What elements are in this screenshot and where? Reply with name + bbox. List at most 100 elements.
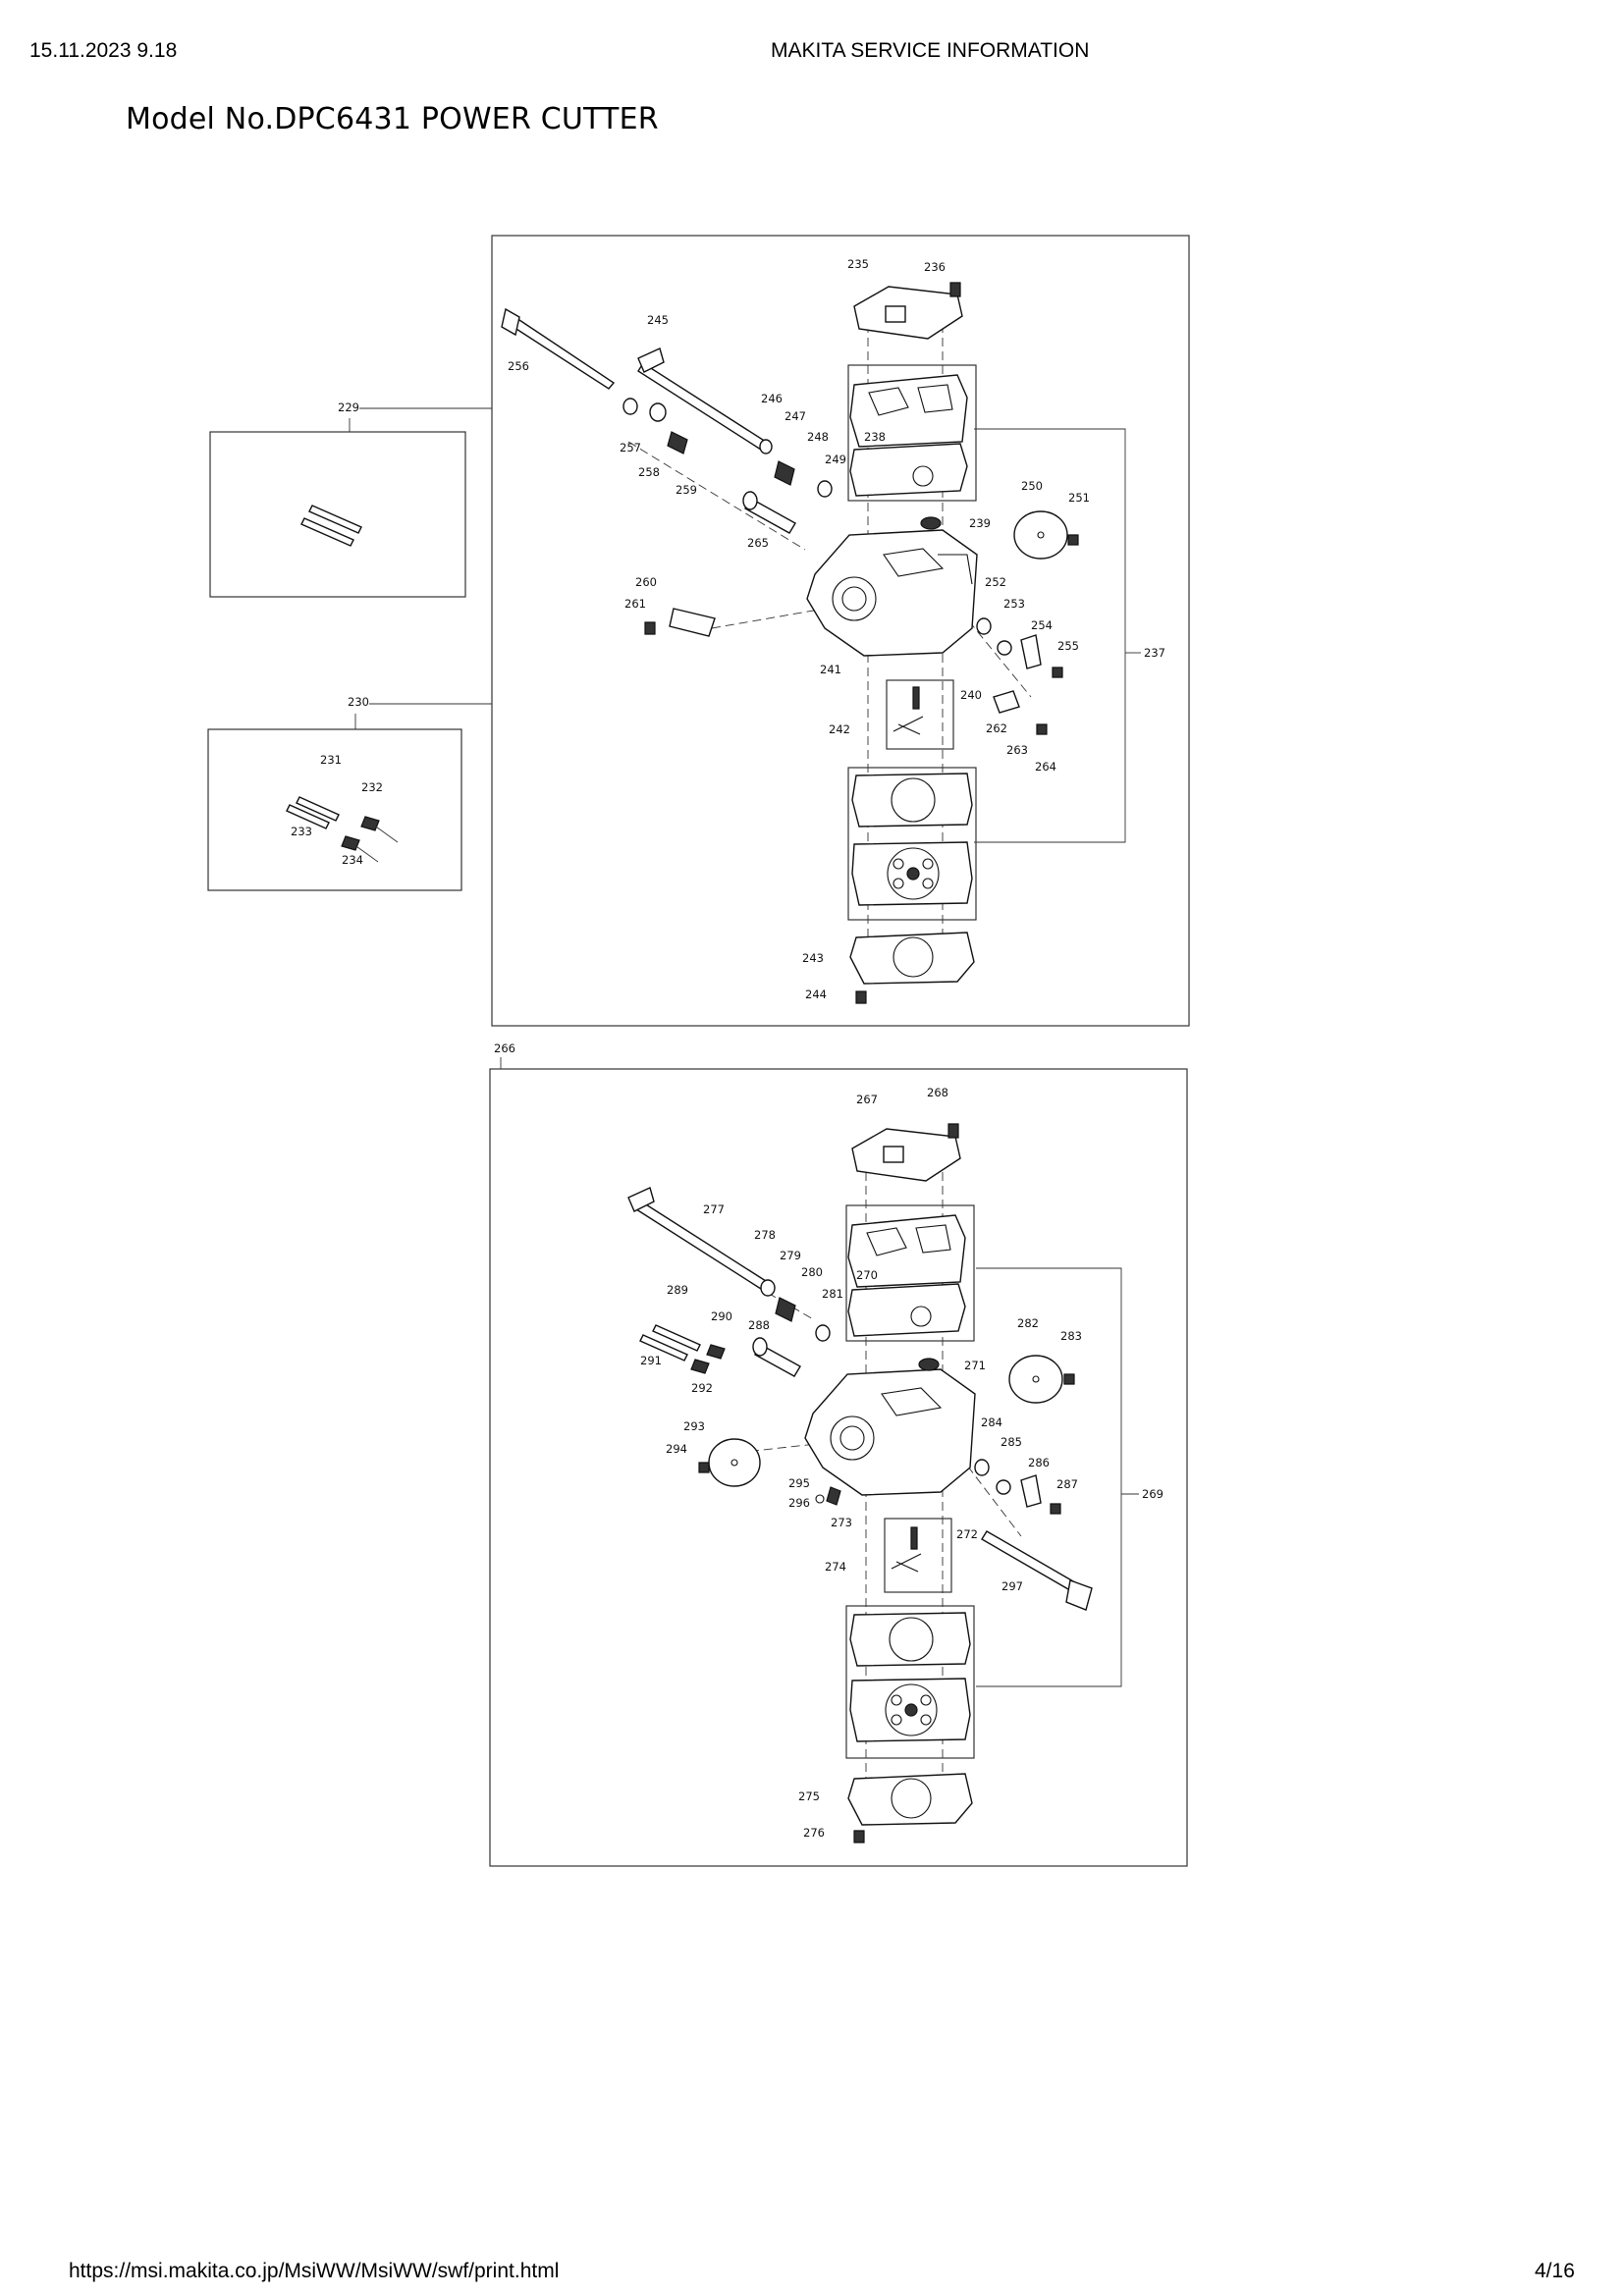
diaphragm-part [849, 443, 968, 497]
lower-panel: 266 [489, 1041, 1188, 1867]
callout-246: 246 [761, 392, 783, 405]
callout-256: 256 [508, 359, 529, 373]
callout-280: 280 [801, 1265, 823, 1279]
callout-240: 240 [960, 688, 982, 702]
callout-253: 253 [1003, 597, 1025, 611]
callout-238: 238 [864, 430, 886, 444]
callout-251: 251 [1068, 491, 1090, 505]
callout-295: 295 [788, 1476, 810, 1490]
pump-gasket-part [849, 1612, 971, 1667]
callout-285: 285 [1001, 1435, 1022, 1449]
callout-254: 254 [1031, 618, 1053, 632]
callout-287: 287 [1056, 1477, 1078, 1491]
callout-281: 281 [822, 1287, 843, 1301]
callout-255: 255 [1057, 639, 1079, 653]
screw-set-box-229 [209, 431, 466, 598]
callout-274: 274 [825, 1560, 846, 1574]
bottom-cover-part [847, 1773, 973, 1826]
callout-293: 293 [683, 1419, 705, 1433]
callout-297: 297 [1001, 1579, 1023, 1593]
callout-247: 247 [784, 409, 806, 423]
callout-252: 252 [985, 575, 1006, 589]
throttle-shaft-part [505, 313, 616, 390]
callout-275: 275 [798, 1789, 820, 1803]
callout-272: 272 [956, 1527, 978, 1541]
callout-286: 286 [1028, 1456, 1050, 1469]
upper-panel: 235 236 237 238 239 240 241 242 243 244 … [207, 235, 1190, 1027]
screw-set-box-230 [207, 728, 462, 891]
callout-290: 290 [711, 1309, 732, 1323]
callout-262: 262 [986, 721, 1007, 735]
gasket-part [847, 1214, 966, 1288]
callout-248: 248 [807, 430, 829, 444]
callout-237: 237 [1144, 646, 1165, 660]
lower-panel-frame [489, 1068, 1188, 1867]
callout-233: 233 [291, 825, 312, 838]
callout-234: 234 [342, 853, 363, 867]
lever-shaft-part [632, 1199, 767, 1290]
callout-283: 283 [1060, 1329, 1082, 1343]
callout-230: 230 [348, 695, 369, 709]
lever-plate-part [669, 608, 716, 637]
cover-plate-part [1008, 1355, 1063, 1404]
callout-270: 270 [856, 1268, 878, 1282]
callout-243: 243 [802, 951, 824, 965]
carburetor-body [804, 1368, 976, 1496]
callout-231: 231 [320, 753, 342, 767]
callout-242: 242 [829, 722, 850, 736]
footer-url: https://msi.makita.co.jp/MsiWW/MsiWW/swf… [69, 2260, 560, 2282]
callout-266: 266 [494, 1041, 515, 1055]
page-title: Model No.DPC6431 POWER CUTTER [126, 102, 659, 136]
callout-273: 273 [831, 1516, 852, 1529]
cover-plate-part [1013, 510, 1068, 560]
upper-panel-frame [491, 235, 1190, 1027]
print-datetime: 15.11.2023 9.18 [29, 39, 178, 62]
pump-gasket-part [851, 773, 973, 828]
callout-264: 264 [1035, 760, 1056, 774]
callout-241: 241 [820, 663, 841, 676]
bottom-cover-part [849, 932, 975, 985]
callout-269: 269 [1142, 1487, 1163, 1501]
callout-294: 294 [666, 1442, 687, 1456]
callout-232: 232 [361, 780, 383, 794]
callout-250: 250 [1021, 479, 1043, 493]
screw-part [652, 1324, 701, 1352]
callout-276: 276 [803, 1826, 825, 1840]
callout-258: 258 [638, 465, 660, 479]
screw-part [308, 505, 362, 534]
callout-235: 235 [847, 257, 869, 271]
throttle-shaft-part [981, 1530, 1081, 1594]
callout-259: 259 [676, 483, 697, 497]
header-source: MAKITA SERVICE INFORMATION [771, 39, 1090, 62]
callout-236: 236 [924, 260, 946, 274]
callout-249: 249 [825, 453, 846, 466]
callout-261: 261 [624, 597, 646, 611]
callout-289: 289 [667, 1283, 688, 1297]
callout-288: 288 [748, 1318, 770, 1332]
diaphragm-part [847, 1283, 966, 1337]
callout-239: 239 [969, 516, 991, 530]
callout-263: 263 [1006, 743, 1028, 757]
callout-260: 260 [635, 575, 657, 589]
callout-265: 265 [747, 536, 769, 550]
callout-244: 244 [805, 988, 827, 1001]
callout-284: 284 [981, 1415, 1002, 1429]
carburetor-body [806, 529, 978, 657]
callout-257: 257 [620, 441, 641, 454]
callout-229: 229 [338, 400, 359, 414]
pump-cover-part [851, 1128, 961, 1182]
callout-282: 282 [1017, 1316, 1039, 1330]
callout-277: 277 [703, 1202, 725, 1216]
cover-plate-part-2 [708, 1438, 761, 1487]
callout-271: 271 [964, 1359, 986, 1372]
callout-278: 278 [754, 1228, 776, 1242]
callout-267: 267 [856, 1093, 878, 1106]
page-number: 4/16 [1535, 2260, 1575, 2282]
callout-292: 292 [691, 1381, 713, 1395]
callout-268: 268 [927, 1086, 948, 1099]
pump-cover-part [853, 286, 963, 340]
callout-296: 296 [788, 1496, 810, 1510]
gasket-part [849, 374, 968, 448]
callout-245: 245 [647, 313, 669, 327]
